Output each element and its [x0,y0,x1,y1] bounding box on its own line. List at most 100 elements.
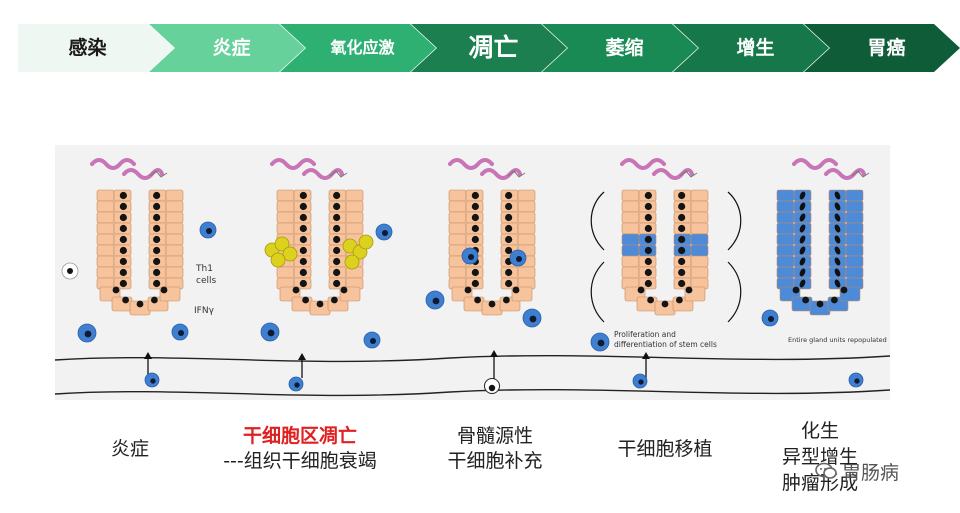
bacterium [90,158,136,170]
nucleus [512,286,520,294]
stage-label-apoptosis: 凋亡 [468,33,519,62]
nucleus [153,268,161,277]
nucleus [505,279,513,288]
stem-cell-nucleus [638,379,644,385]
nucleus [678,191,686,200]
caption-metaplasia: 化生 异型增生 肿瘤形成 [770,418,870,496]
epithelial-cell [517,222,536,235]
nucleus [333,202,341,211]
nucleus [471,224,479,233]
stage-progression-bar: 感染 炎症 氧化应激 凋亡 萎缩 增生 胃癌 [0,0,960,100]
epithelial-cell [517,266,536,279]
epithelial-cell [690,211,709,224]
bacterium [270,158,316,170]
epithelial-cell [690,244,709,257]
th1-label: Th1 [195,264,213,274]
stage-label-hyperplasia: 增生 [736,37,775,59]
epithelial-cell [517,211,536,224]
nucleus [644,268,652,277]
ifn-gamma-label: IFNγ [194,306,215,316]
nucleus [471,202,479,211]
nucleus [676,296,683,304]
arrowhead [642,352,650,359]
epithelial-cell [276,200,295,213]
nucleus [471,279,479,288]
epithelial-cell [845,211,864,224]
epithelial-cell [776,244,795,257]
nucleus [644,246,652,255]
epithelial-cell [448,233,467,246]
epithelial-cell [448,211,467,224]
epithelial-cell [96,244,115,257]
caption-stem-transplant: 干细胞移植 [617,438,713,460]
epithelial-cell [276,189,295,202]
nucleus [644,279,652,288]
epithelial-cell [621,255,640,268]
stem-proliferation-label-1: Proliferation and [614,330,676,339]
nucleus [644,235,652,244]
nucleus [799,268,806,277]
apoptotic-cell [282,246,298,262]
flagellum [329,170,348,178]
nucleus [678,268,686,277]
curved-arrow [727,261,742,323]
arrowhead [298,353,306,360]
nucleus [647,296,654,304]
nucleus [333,246,341,255]
nucleus [67,268,73,274]
nucleus [119,224,127,233]
epithelial-cell [345,200,364,213]
nucleus [153,235,161,244]
nucleus [816,300,824,308]
epithelial-cell [621,233,640,246]
curved-arrow [727,191,742,251]
nucleus [799,235,806,244]
epithelial-cell [517,233,536,246]
apoptotic-cell [270,252,286,268]
nucleus [331,296,338,304]
epithelial-cell [276,266,295,279]
epithelial-cell [690,255,709,268]
stem-cell-nucleus [177,329,185,337]
caption-bone-marrow-line1: 骨髓源性 [456,425,533,447]
stem-cell-nucleus [597,339,605,347]
stem-cell-nucleus [205,227,213,235]
epithelial-cell [845,266,864,279]
nucleus [119,213,127,222]
nucleus [834,257,841,266]
stage-arrow-5 [673,24,829,72]
epithelial-cell [96,189,115,202]
epithelial-cell [621,200,640,213]
vessel-wall-top [54,354,891,363]
epithelial-cell [621,266,640,279]
epithelial-cell [96,255,115,268]
nucleus [119,202,127,211]
flagellum [507,170,526,178]
nucleus [333,213,341,222]
nucleus [119,191,127,200]
epithelial-cell [165,222,184,235]
epithelial-cell [448,266,467,279]
epithelial-cell [165,244,184,257]
nucleus [333,268,341,277]
epithelial-cell [845,222,864,235]
caption-stem-exhaustion: ---组织干细胞衰竭 [223,450,377,472]
apoptotic-cell [358,234,374,250]
nucleus [799,213,806,222]
nucleus [834,191,841,200]
epithelial-cell [448,189,467,202]
nucleus [112,286,120,294]
stage-label-infection: 感染 [68,37,107,59]
curved-arrow [590,191,605,251]
nucleus [299,246,307,255]
epithelial-cell [776,255,795,268]
stage-label-gastric-cancer: 胃癌 [867,37,906,59]
nucleus [316,300,324,308]
caption-bone-marrow-line2: 干细胞补充 [447,450,543,472]
flagellum [149,170,168,178]
epithelial-cell [636,296,658,312]
epithelial-cell [845,189,864,202]
nucleus [333,224,341,233]
nucleus [678,235,686,244]
epithelial-cell [690,266,709,279]
